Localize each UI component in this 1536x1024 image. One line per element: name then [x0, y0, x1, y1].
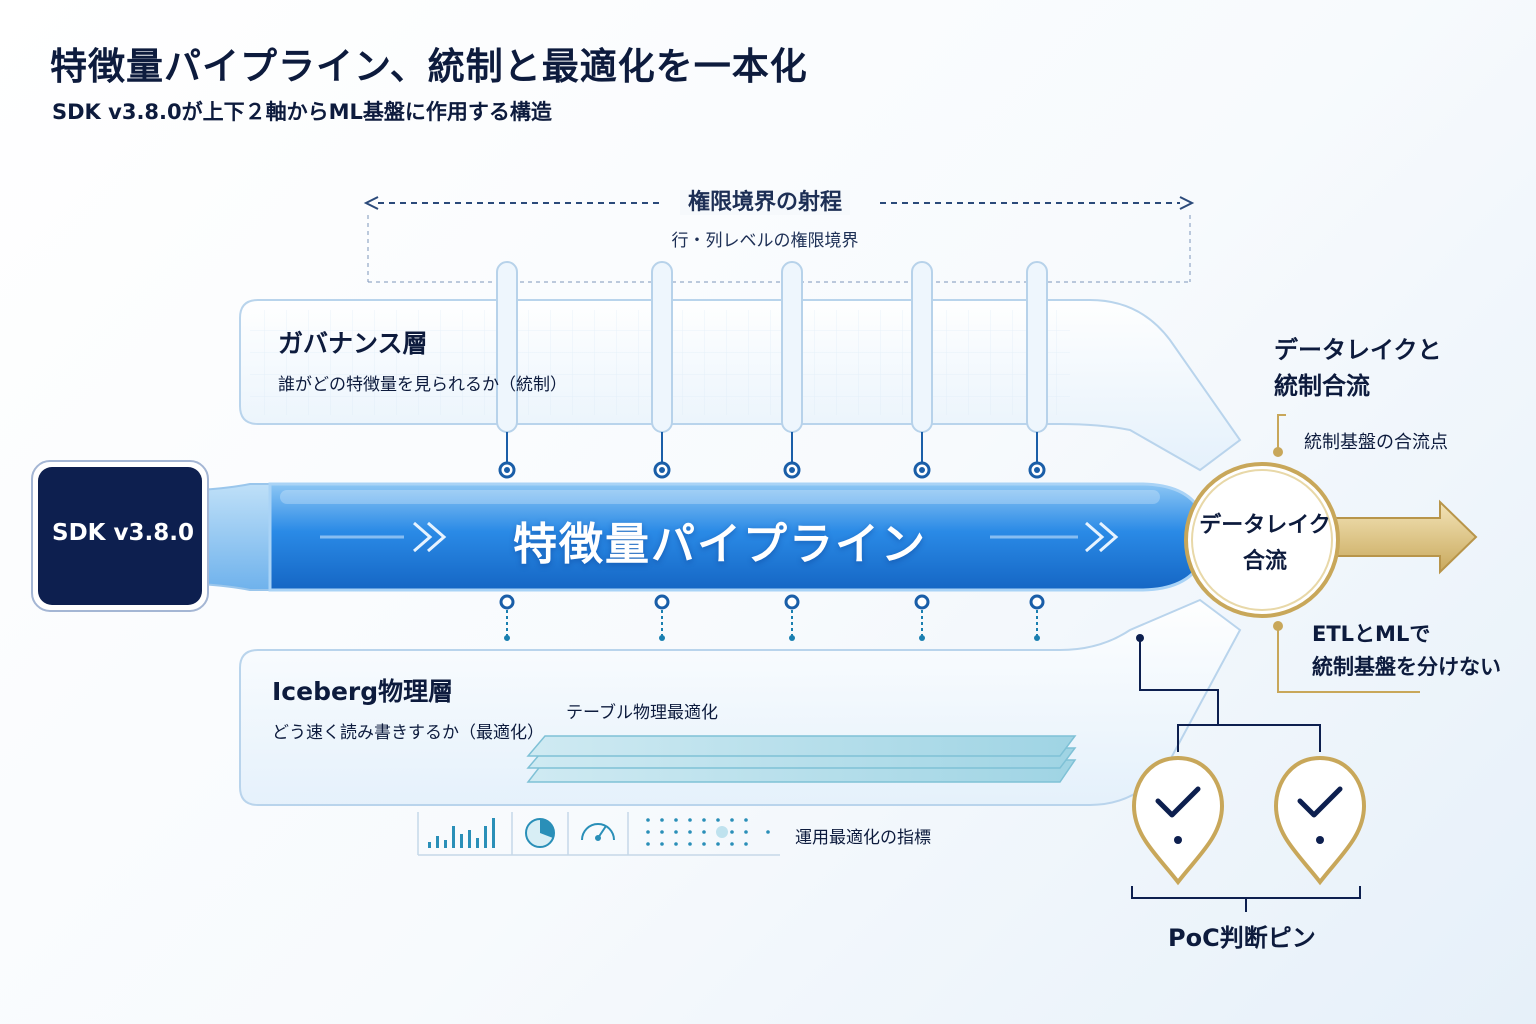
- pillar-3: [781, 261, 803, 433]
- poc-tree-lines: [1131, 640, 1361, 912]
- scope-subtitle: 行・列レベルの権限境界: [671, 231, 859, 251]
- iceberg-title: Iceberg物理層: [272, 677, 454, 706]
- iceberg-nodes: [499, 594, 1045, 610]
- pipeline-label: 特徴量パイプライン: [513, 519, 927, 570]
- output-arrow: [1329, 499, 1478, 575]
- page-title: 特徴量パイプライン、統制と最適化を一本化: [50, 45, 808, 88]
- pie-chart-icon: [525, 818, 555, 848]
- poc-pin-2: [1273, 755, 1367, 886]
- bar-chart-icon: [428, 818, 495, 848]
- governance-title: ガバナンス層: [278, 329, 428, 358]
- poc-label: PoC判断ピン: [1168, 924, 1316, 952]
- gauge-icon: [581, 823, 615, 841]
- etl-ml-note: ETLとMLで 統制基盤を分けない: [1312, 622, 1501, 679]
- sdk-box: [38, 467, 202, 605]
- iceberg-connectors: [506, 610, 1038, 636]
- flow-chevrons-right: [990, 521, 1119, 553]
- governance-subtitle: 誰がどの特徴量を見られるか（統制）: [278, 375, 567, 395]
- page-subtitle: SDK v3.8.0が上下２軸からML基盤に作用する構造: [52, 100, 552, 124]
- governance-connectors: [506, 432, 1038, 462]
- dot-matrix-icon: [646, 818, 770, 846]
- sdk-label: SDK v3.8.0: [52, 520, 194, 546]
- flow-chevrons-left: [320, 521, 447, 553]
- poc-pin-1: [1131, 755, 1225, 886]
- pillar-1: [496, 261, 518, 433]
- check-icon: [1297, 786, 1343, 818]
- scope-title: 権限境界の射程: [560, 184, 970, 216]
- datalake-merge-node: [1184, 462, 1340, 618]
- table-slabs: [526, 735, 1077, 783]
- table-optimization-label: テーブル物理最適化: [566, 703, 718, 723]
- metrics-strip: [417, 812, 780, 856]
- pillar-2: [651, 261, 673, 433]
- pillar-5: [1026, 261, 1048, 433]
- iceberg-subtitle: どう速く読み書きするか（最適化）: [272, 723, 544, 743]
- check-icon: [1155, 786, 1201, 818]
- metrics-label: 運用最適化の指標: [795, 828, 931, 848]
- datalake-title: データレイクと 統制合流: [1274, 336, 1442, 400]
- governance-nodes: [498, 461, 1046, 479]
- datalake-subtitle: 統制基盤の合流点: [1304, 432, 1448, 453]
- merge-callouts: [1277, 414, 1420, 693]
- pillar-4: [911, 261, 933, 433]
- merge-node-label: データレイク合流: [1199, 513, 1331, 574]
